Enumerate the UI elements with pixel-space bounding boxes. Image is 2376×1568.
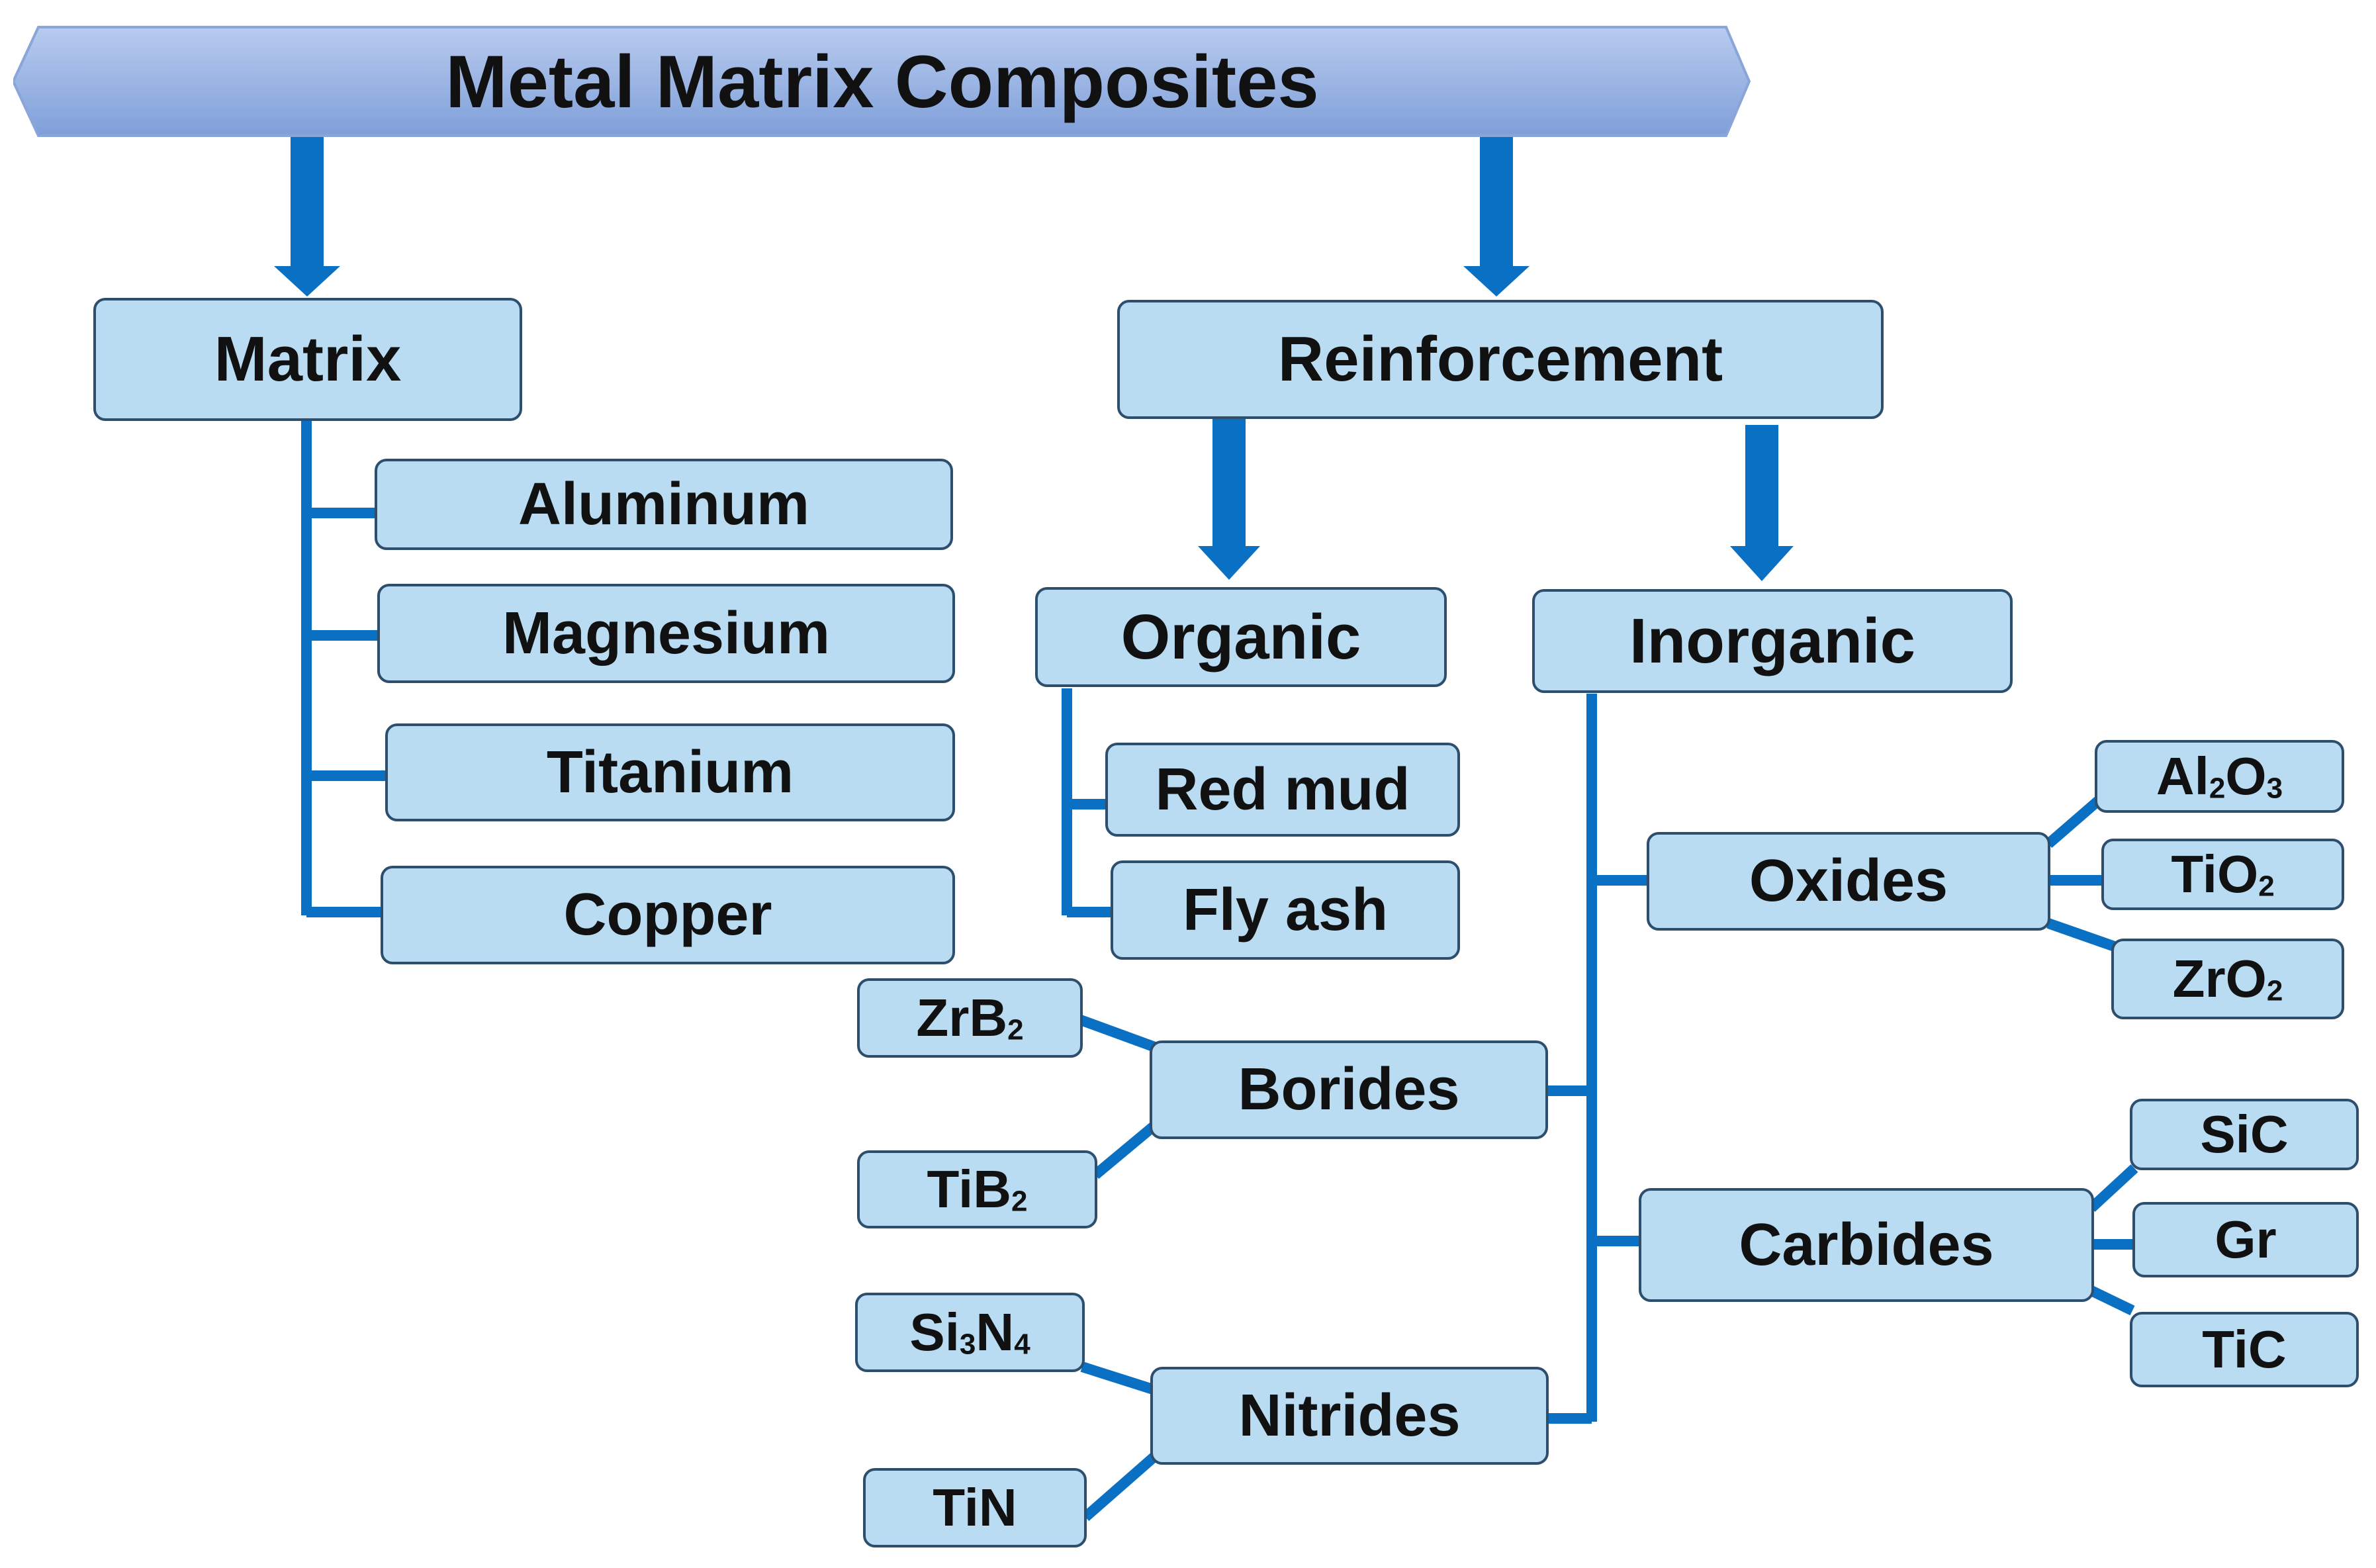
borides-link-tib2: [1091, 1121, 1159, 1179]
node-inorganic: Inorganic: [1532, 589, 2013, 693]
node-organic: Organic: [1035, 587, 1447, 687]
node-oxides: Oxides: [1647, 832, 2050, 931]
node-si3n4: Si3N4: [855, 1293, 1085, 1372]
page-title: Metal Matrix Composites: [445, 40, 1319, 123]
label-tib2: TiB2: [927, 1160, 1028, 1219]
node-magnesium: Magnesium: [377, 584, 955, 683]
node-tio2: TiO2: [2101, 839, 2344, 910]
label-tio2: TiO2: [2171, 845, 2275, 903]
label-si3n4: Si3N4: [909, 1303, 1030, 1361]
arrow-to-reinforcement: [1463, 136, 1530, 297]
node-titanium: Titanium: [385, 723, 955, 821]
label-al2o3: Al2O3: [2156, 747, 2283, 806]
banner-shape: [13, 26, 1751, 137]
borides-link-zrb2: [1077, 1014, 1157, 1052]
node-copper: Copper: [381, 866, 955, 964]
arrow-to-organic: [1198, 418, 1260, 580]
node-al2o3: Al2O3: [2095, 740, 2344, 813]
oxides-link-al2o3: [2044, 796, 2102, 849]
node-nitrides: Nitrides: [1150, 1367, 1549, 1465]
carbides-link-tic: [2089, 1285, 2135, 1316]
node-borides: Borides: [1150, 1040, 1548, 1139]
node-zro2: ZrO2: [2111, 939, 2344, 1019]
node-red-mud: Red mud: [1105, 743, 1460, 837]
node-tic: TiC: [2130, 1312, 2359, 1387]
node-aluminum: Aluminum: [375, 459, 953, 550]
carbides-link-sic: [2087, 1164, 2138, 1212]
node-matrix: Matrix: [93, 298, 522, 421]
oxides-link-zro2: [2046, 918, 2117, 952]
node-zrb2: ZrB2: [857, 978, 1083, 1058]
label-zro2: ZrO2: [2172, 949, 2283, 1008]
arrow-to-inorganic: [1730, 425, 1794, 581]
node-carbides: Carbides: [1639, 1188, 2094, 1302]
nitrides-link-tin: [1081, 1452, 1159, 1522]
node-fly-ash: Fly ash: [1111, 860, 1460, 960]
node-tib2: TiB2: [857, 1150, 1097, 1228]
label-zrb2: ZrB2: [916, 988, 1024, 1047]
title-banner: Metal Matrix Composites: [13, 25, 1751, 138]
node-tin: TiN: [863, 1468, 1087, 1547]
node-gr: Gr: [2132, 1202, 2359, 1277]
arrow-to-matrix: [274, 136, 340, 297]
nitrides-link-si3n4: [1080, 1361, 1157, 1395]
node-reinforcement: Reinforcement: [1117, 300, 1884, 419]
node-sic: SiC: [2130, 1099, 2359, 1170]
